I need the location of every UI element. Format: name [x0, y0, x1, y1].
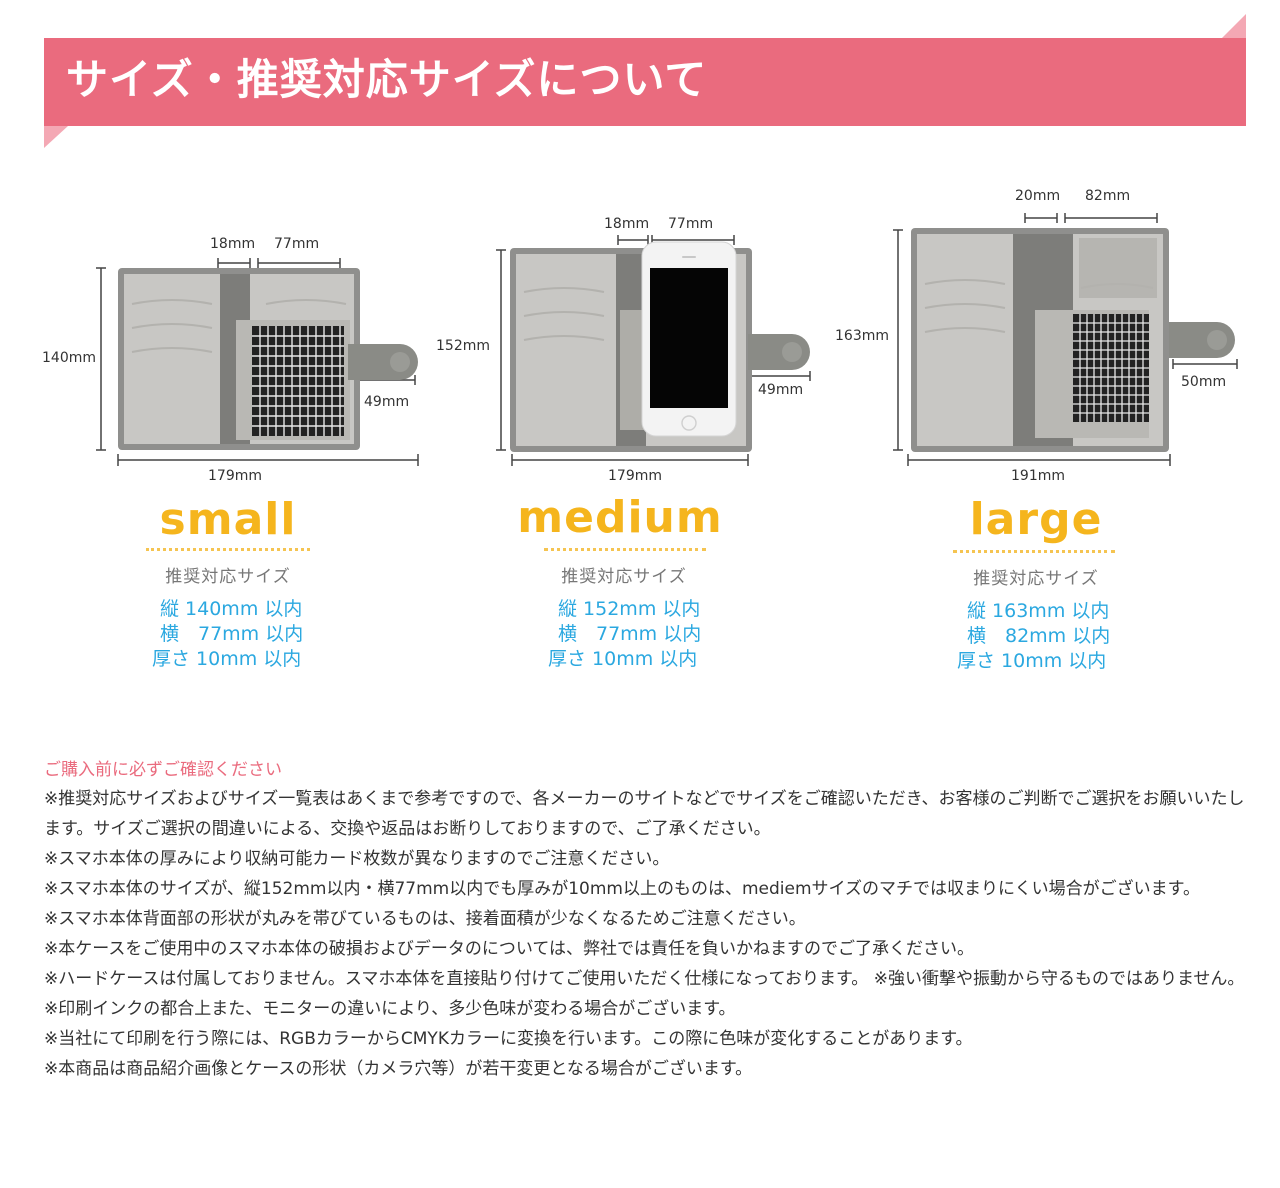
note-item: ※スマホ本体のサイズが、縦152mm以内・横77mm以内でも厚みが10mm以上の… [44, 879, 1200, 899]
dim-width: 179mm [608, 468, 662, 484]
dim-pocket: 77mm [274, 236, 320, 252]
size-panel-large: 163mm 20mm 82mm 50mm 191mm large 推奨対応サイズ… [835, 180, 1238, 680]
note-item: ※本ケースをご使用中のスマホ本体の破損およびデータのについては、弊社では責任を負… [44, 939, 975, 959]
size-title: medium [517, 492, 723, 543]
size-panel-small: 140mm 18mm 77mm 49mm 179mm small 推奨対応サイズ… [20, 180, 420, 680]
notes-section: ご購入前に必ずご確認ください ※推奨対応サイズおよびサイズ一覧表はあくまで参考で… [44, 756, 1254, 1084]
page-title: サイズ・推奨対応サイズについて [66, 55, 708, 104]
dim-flap: 49mm [758, 382, 804, 398]
note-item: ※スマホ本体背面部の形状が丸みを帯びているものは、接着面積が少なくなるためご注意… [44, 909, 806, 929]
recommend-label: 推奨対応サイズ [973, 569, 1099, 589]
dotted-divider [953, 550, 1115, 553]
size-panel-medium: 152mm 18mm 77mm 49mm 179mm medium 推奨対応サイ… [420, 180, 820, 680]
ribbon-fold-bottom [44, 126, 68, 148]
spec-thickness: 厚さ 10mm 以内 [957, 650, 1107, 672]
note-item: ※ハードケースは付属しておりません。スマホ本体を直接貼り付けてご使用いただく仕様… [44, 969, 1245, 989]
note-item: ※印刷インクの都合上また、モニターの違いにより、多少色味が変わる場合がございます… [44, 999, 736, 1019]
dotted-divider [146, 548, 310, 551]
spec-height: 縦 152mm 以内 [558, 598, 701, 620]
size-title: small [159, 494, 297, 545]
dim-spine: 20mm [1015, 188, 1061, 204]
note-item: ※当社にて印刷を行う際には、RGBカラーからCMYKカラーに変換を行います。この… [44, 1029, 973, 1049]
spec-height: 縦 140mm 以内 [160, 598, 303, 620]
spec-width: 横 77mm 以内 [558, 623, 702, 645]
header-ribbon [44, 38, 1246, 126]
dim-width: 191mm [1011, 468, 1065, 484]
dim-width: 179mm [208, 468, 262, 484]
dim-spine: 18mm [210, 236, 256, 252]
note-item: ※推奨対応サイズおよびサイズ一覧表はあくまで参考ですので、各メーカーのサイトなど… [44, 789, 1245, 839]
notes-heading: ご購入前に必ずご確認ください [44, 760, 282, 780]
spec-height: 縦 163mm 以内 [967, 600, 1110, 622]
dim-flap: 49mm [364, 394, 410, 410]
recommend-label: 推奨対応サイズ [165, 567, 291, 587]
note-item: ※スマホ本体の厚みにより収納可能カード枚数が異なりますのでご注意ください。 [44, 849, 670, 869]
spec-width: 横 82mm 以内 [967, 625, 1111, 647]
dim-height: 152mm [436, 338, 490, 354]
case-diagram-medium [496, 235, 811, 466]
dim-pocket: 77mm [668, 216, 714, 232]
spec-width: 横 77mm 以内 [160, 623, 304, 645]
dim-height: 140mm [42, 350, 96, 366]
dim-spine: 18mm [604, 216, 650, 232]
spec-thickness: 厚さ 10mm 以内 [152, 648, 302, 670]
dim-height: 163mm [835, 328, 889, 344]
case-diagram-small [96, 258, 419, 466]
ribbon-fold-top [1222, 14, 1246, 38]
dim-flap: 50mm [1181, 374, 1227, 390]
dotted-divider [544, 548, 706, 551]
case-diagram-large [893, 213, 1238, 466]
dim-pocket: 82mm [1085, 188, 1131, 204]
spec-thickness: 厚さ 10mm 以内 [548, 648, 698, 670]
note-item: ※本商品は商品紹介画像とケースの形状（カメラ穴等）が若干変更となる場合がございま… [44, 1059, 753, 1079]
size-title: large [969, 494, 1103, 545]
recommend-label: 推奨対応サイズ [561, 567, 687, 587]
